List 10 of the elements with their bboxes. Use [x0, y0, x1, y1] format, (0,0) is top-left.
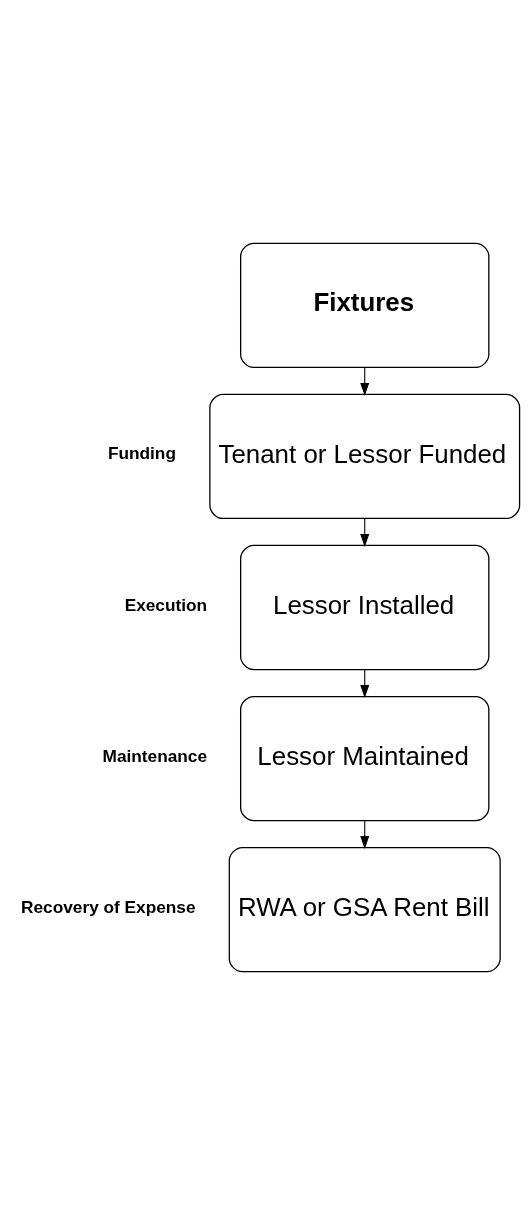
node-label: Execution	[124, 594, 208, 615]
node-box: Lessor Maintained	[240, 695, 490, 821]
node-label: Funding	[107, 442, 176, 463]
node-box: Lessor Installed	[240, 544, 490, 670]
node-box: Tenant or Lessor Funded	[209, 393, 521, 519]
node-label: Maintenance	[102, 745, 208, 766]
node-box: Fixtures	[240, 242, 490, 368]
arrow	[360, 366, 370, 396]
node-box: RWA or GSA Rent Bill	[228, 846, 501, 972]
node-label: Recovery of Expense	[21, 896, 196, 917]
